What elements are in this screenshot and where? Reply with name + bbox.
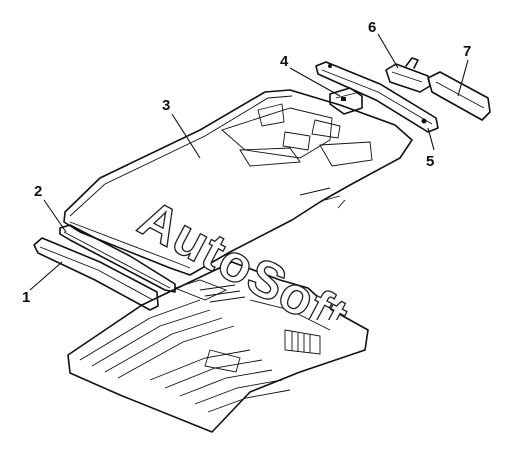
floor-panel — [67, 261, 369, 433]
callout-7: 7 — [463, 43, 472, 60]
callout-6: 6 — [368, 19, 377, 36]
callout-5: 5 — [426, 153, 435, 170]
rear-view-mirror — [385, 57, 431, 93]
callout-4: 4 — [280, 53, 289, 70]
leader-lines — [29, 33, 469, 291]
visor-panel — [427, 71, 491, 121]
callout-1: 1 — [22, 289, 31, 306]
header-rail — [315, 61, 439, 133]
roof-panel — [63, 89, 413, 276]
callout-3: 3 — [162, 97, 171, 114]
seal-strip — [59, 224, 176, 293]
front-cross-rail — [33, 237, 159, 311]
callout-2: 2 — [34, 183, 43, 200]
